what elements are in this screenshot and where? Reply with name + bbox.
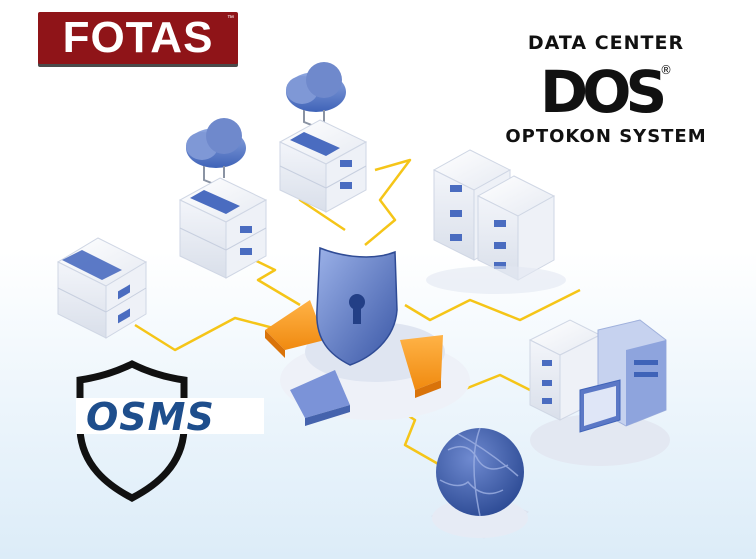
cloud-icon — [286, 62, 346, 112]
datacenter-logo-block: DATA CENTER DOS ® OPTOKON SYSTEM — [484, 28, 728, 154]
cloud-icon — [186, 118, 246, 168]
osms-shield-icon — [76, 360, 188, 502]
osms-logo-text: OSMS — [86, 395, 215, 439]
dos-logo-text: DOS — [540, 62, 663, 120]
datacenter-title: DATA CENTER — [527, 32, 685, 54]
server-cluster-right — [426, 149, 566, 294]
globe-icon — [430, 427, 530, 539]
osms-logo: OSMS — [76, 360, 264, 502]
shield-lock-icon — [265, 246, 470, 426]
cloud-server-a — [178, 118, 268, 279]
optokon-system-title: OPTOKON SYSTEM — [505, 126, 707, 147]
cloud-server-b — [278, 62, 368, 213]
server-left — [56, 237, 148, 339]
fotas-logo: FOTAS ™ — [38, 12, 238, 68]
fotas-logo-text: FOTAS — [62, 13, 214, 62]
registered-mark: ® — [660, 63, 672, 77]
dos-logo: DOS ® — [540, 62, 672, 120]
workstation-icon — [528, 319, 670, 466]
